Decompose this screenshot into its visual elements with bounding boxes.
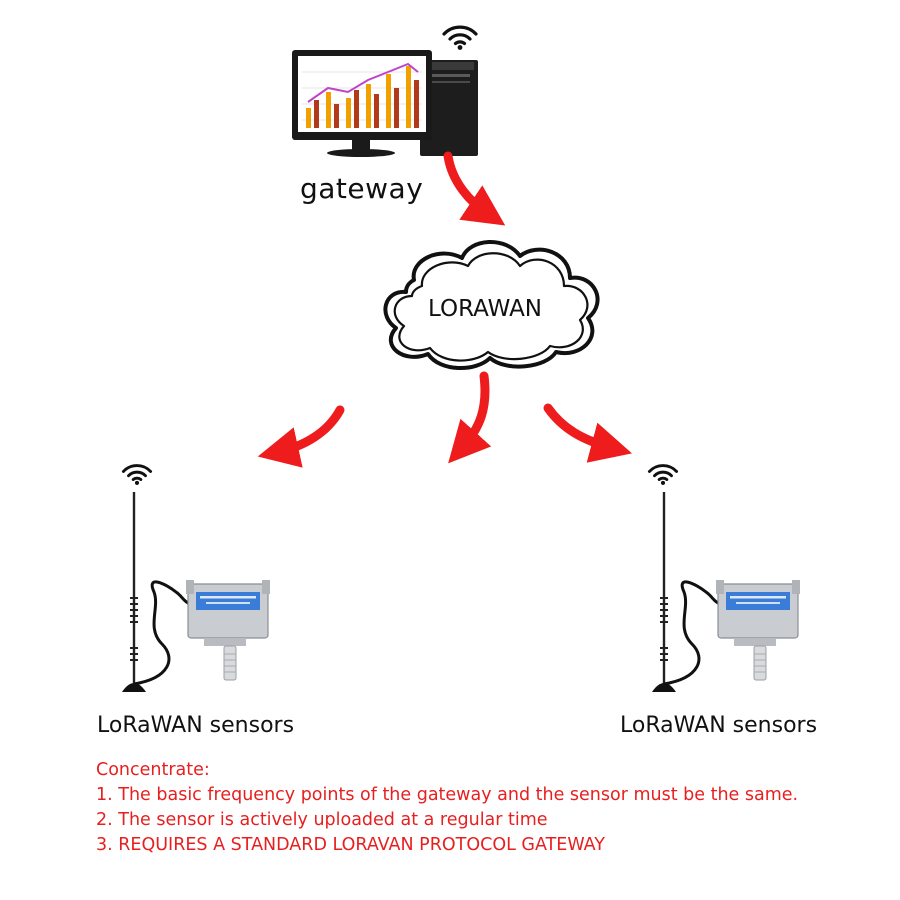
arrow-gateway-to-cloud [443, 151, 506, 226]
sensor-label: LoRaWAN sensors [620, 713, 818, 738]
arrow-cloud-to-left-sensor [257, 405, 345, 468]
sensor-device-icon [122, 492, 270, 692]
note-item: 1. The basic frequency points of the gat… [96, 785, 799, 805]
wifi-icon [647, 464, 679, 485]
desktop-computer-icon [292, 50, 478, 157]
notes-heading: Concentrate: [96, 760, 210, 780]
wifi-icon [442, 25, 478, 50]
notes-block: Concentrate: 1. The basic frequency poin… [96, 758, 798, 858]
sensor-device-icon [652, 492, 800, 692]
gateway-label: gateway [300, 172, 424, 205]
wifi-icon [121, 464, 153, 485]
arrow-cloud-to-center [448, 371, 492, 464]
note-item: 2. The sensor is actively uploaded at a … [96, 810, 548, 830]
sensor-label: LoRaWAN sensors [97, 713, 295, 738]
computer-tower [420, 60, 478, 156]
cloud-icon [383, 240, 600, 371]
arrow-cloud-to-right-sensor [543, 403, 632, 463]
note-item: 3. REQUIRES A STANDARD LORAVAN PROTOCOL … [96, 835, 605, 855]
cloud-label: LORAWAN [427, 296, 543, 322]
